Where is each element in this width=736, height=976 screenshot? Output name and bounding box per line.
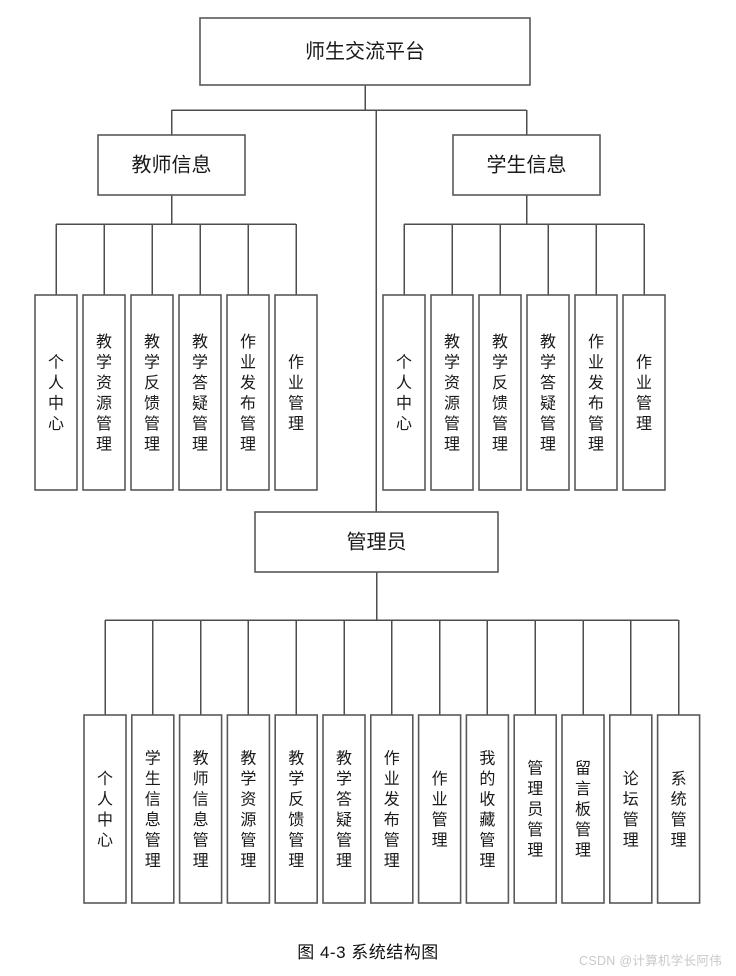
node-admin-child-label-12: 系统管理 bbox=[671, 770, 687, 850]
node-level2-1[interactable] bbox=[452, 134, 601, 196]
node-admin-child-9[interactable] bbox=[513, 714, 558, 904]
diagram-nodes: 师生交流平台教师信息学生信息个人中心教学资源管理教学反馈管理教学答疑管理作业发布… bbox=[34, 17, 701, 904]
node-teacher-child-3[interactable] bbox=[178, 294, 222, 491]
node-admin-child-10[interactable] bbox=[561, 714, 605, 904]
node-admin-child-label-9: 管理员管理 bbox=[527, 760, 543, 860]
node-admin-child-label-4: 教学反馈管理 bbox=[288, 749, 304, 870]
node-teacher-child-label-5: 作业管理 bbox=[288, 353, 304, 433]
watermark-text: CSDN @计算机学长阿伟 bbox=[579, 954, 722, 968]
node-admin-child-6[interactable] bbox=[369, 714, 414, 904]
node-admin-child-3[interactable] bbox=[226, 714, 271, 904]
node-root[interactable] bbox=[199, 17, 531, 86]
node-student-child-4[interactable] bbox=[574, 294, 618, 491]
structure-chart-svg: 师生交流平台教师信息学生信息个人中心教学资源管理教学反馈管理教学答疑管理作业发布… bbox=[34, 17, 701, 904]
node-student-child-2[interactable] bbox=[478, 294, 522, 491]
node-admin-child-7[interactable] bbox=[417, 714, 462, 904]
node-admin-child-11[interactable] bbox=[608, 714, 653, 904]
node-teacher-child-1[interactable] bbox=[82, 294, 126, 491]
connector-lines bbox=[55, 85, 680, 715]
node-admin-child-label-5: 教学答疑管理 bbox=[336, 749, 352, 870]
node-level2-0[interactable] bbox=[97, 134, 246, 196]
node-admin-child-label-6: 作业发布管理 bbox=[384, 749, 400, 870]
node-admin[interactable] bbox=[254, 511, 499, 573]
node-teacher-child-label-0: 个人中心 bbox=[48, 353, 64, 433]
node-admin-child-label-2: 教师信息管理 bbox=[193, 749, 209, 870]
node-admin-child-5[interactable] bbox=[322, 714, 366, 904]
node-teacher-child-label-2: 教学反馈管理 bbox=[144, 333, 160, 454]
node-teacher-child-2[interactable] bbox=[130, 294, 174, 491]
node-level2-label-0: 教师信息 bbox=[132, 153, 212, 176]
node-admin-child-1[interactable] bbox=[131, 714, 175, 904]
node-admin-child-8[interactable] bbox=[465, 714, 510, 904]
node-teacher-child-label-1: 教学资源管理 bbox=[96, 333, 112, 454]
node-admin-child-12[interactable] bbox=[656, 714, 701, 904]
node-student-child-label-1: 教学资源管理 bbox=[444, 333, 460, 454]
node-admin-child-label-3: 教学资源管理 bbox=[240, 749, 256, 870]
node-student-child-1[interactable] bbox=[430, 294, 474, 491]
node-student-child-label-5: 作业管理 bbox=[636, 353, 652, 433]
node-admin-child-label-8: 我的收藏管理 bbox=[479, 749, 495, 870]
node-student-child-label-3: 教学答疑管理 bbox=[540, 333, 556, 454]
node-admin-child-4[interactable] bbox=[274, 714, 319, 904]
node-teacher-child-label-3: 教学答疑管理 bbox=[192, 333, 208, 454]
node-student-child-3[interactable] bbox=[526, 294, 570, 491]
node-admin-label: 管理员 bbox=[347, 530, 407, 553]
figure-caption: 图 4-3 系统结构图 bbox=[297, 943, 439, 962]
node-student-child-0[interactable] bbox=[382, 294, 426, 491]
node-admin-child-label-10: 留言板管理 bbox=[575, 760, 591, 860]
node-admin-child-label-7: 作业管理 bbox=[432, 770, 448, 850]
node-admin-child-label-1: 学生信息管理 bbox=[145, 749, 161, 870]
node-teacher-child-4[interactable] bbox=[226, 294, 270, 491]
node-admin-child-label-11: 论坛管理 bbox=[623, 770, 639, 850]
node-student-child-label-0: 个人中心 bbox=[396, 353, 412, 433]
node-student-child-5[interactable] bbox=[622, 294, 666, 491]
node-admin-child-2[interactable] bbox=[178, 714, 223, 904]
node-admin-child-0[interactable] bbox=[83, 714, 127, 904]
node-teacher-child-label-4: 作业发布管理 bbox=[240, 333, 256, 454]
node-teacher-child-0[interactable] bbox=[34, 294, 78, 491]
node-student-child-label-4: 作业发布管理 bbox=[588, 333, 604, 454]
node-level2-label-1: 学生信息 bbox=[487, 153, 567, 176]
node-admin-child-label-0: 个人中心 bbox=[97, 770, 113, 850]
node-root-label: 师生交流平台 bbox=[305, 40, 425, 63]
node-teacher-child-5[interactable] bbox=[274, 294, 318, 491]
node-student-child-label-2: 教学反馈管理 bbox=[492, 333, 508, 454]
